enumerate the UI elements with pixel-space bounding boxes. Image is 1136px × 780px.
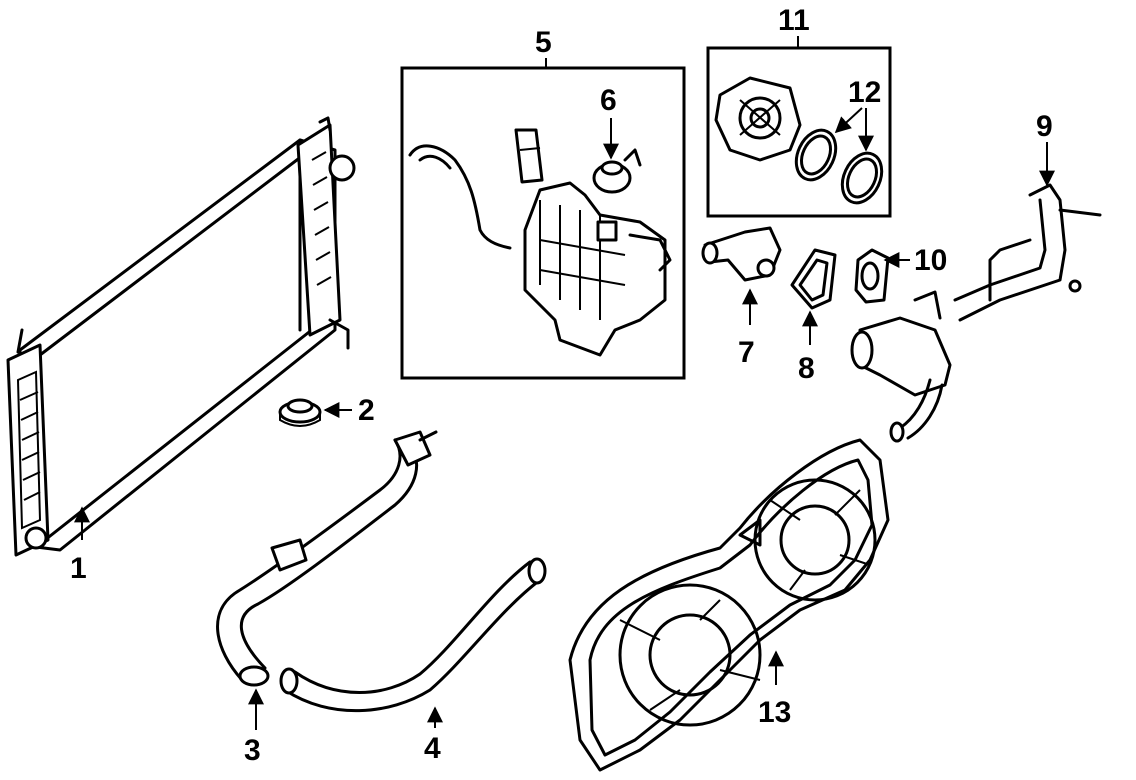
outlet-gasket bbox=[854, 248, 890, 304]
reservoir-cap bbox=[592, 148, 642, 194]
callout-3: 3 bbox=[244, 734, 261, 767]
callout-6: 6 bbox=[600, 84, 617, 117]
water-pump bbox=[714, 76, 802, 162]
thermostat-gasket bbox=[790, 248, 837, 310]
radiator-cap bbox=[278, 398, 322, 427]
radiator bbox=[6, 116, 356, 557]
callout-13: 13 bbox=[758, 696, 791, 729]
o-rings bbox=[794, 128, 884, 205]
lower-radiator-hose bbox=[279, 557, 547, 713]
callout-7: 7 bbox=[738, 336, 755, 369]
callout-2: 2 bbox=[358, 394, 375, 427]
callout-8: 8 bbox=[798, 352, 815, 385]
callout-9: 9 bbox=[1036, 110, 1053, 143]
water-outlet-pipe bbox=[850, 183, 1102, 443]
fan-shroud bbox=[568, 438, 890, 772]
callout-5: 5 bbox=[535, 26, 552, 59]
thermostat-housing bbox=[701, 226, 782, 282]
callout-10: 10 bbox=[914, 244, 947, 277]
upper-radiator-hose bbox=[216, 430, 438, 687]
coolant-reservoir bbox=[408, 128, 672, 357]
reservoir-assembly-box bbox=[400, 66, 686, 380]
callout-4: 4 bbox=[424, 732, 441, 765]
callout-1: 1 bbox=[70, 552, 87, 585]
leader-lines bbox=[74, 36, 1055, 730]
callout-12: 12 bbox=[848, 76, 881, 109]
callout-11: 11 bbox=[778, 4, 810, 37]
